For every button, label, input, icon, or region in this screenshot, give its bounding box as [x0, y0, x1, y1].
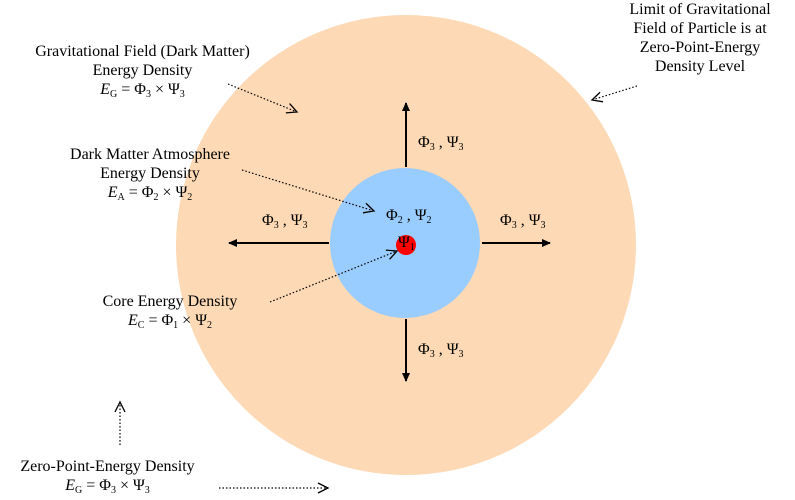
limit-line-4: Density Level [654, 58, 746, 75]
atmosphere-line-1: Dark Matter Atmosphere [70, 146, 230, 163]
limit-line-2: Field of Particle is at [633, 20, 767, 37]
atmosphere-line-2: Energy Density [100, 165, 200, 182]
zpe-equation: EG = Φ3 × Ψ3 [65, 477, 150, 496]
grav-field-line-1: Gravitational Field (Dark Matter) [35, 43, 250, 60]
grav-field-equation: EG = Φ3 × Ψ3 [100, 81, 185, 100]
grav-field-line-2: Energy Density [92, 62, 193, 79]
field-symbol-right: Φ3 , Ψ3 [500, 212, 546, 231]
zpe-line-1: Zero-Point-Energy Density [20, 458, 195, 475]
field-symbol-core: Ψ1 [398, 234, 415, 253]
pointer-limit [590, 85, 638, 103]
core-equation: EC = Φ1 × Ψ2 [128, 312, 212, 331]
core-label: Core Energy Density EC = Φ1 × Ψ2 [70, 292, 270, 335]
limit-line-3: Zero-Point-Energy [639, 39, 761, 56]
limit-line-1: Limit of Gravitational [629, 1, 771, 18]
core-circle [396, 235, 416, 255]
field-symbol-inner: Φ2 , Ψ2 [386, 207, 432, 226]
core-line-1: Core Energy Density [102, 293, 238, 310]
field-symbol-top: Φ3 , Ψ3 [418, 134, 464, 153]
atmosphere-label: Dark Matter Atmosphere Energy Density EA… [40, 145, 260, 207]
limit-label: Limit of Gravitational Field of Particle… [605, 0, 795, 76]
atmosphere-equation: EA = Φ2 × Ψ2 [107, 184, 193, 203]
zpe-label: Zero-Point-Energy Density EG = Φ3 × Ψ3 [0, 457, 215, 500]
field-symbol-bottom: Φ3 , Ψ3 [418, 341, 464, 360]
grav-field-label: Gravitational Field (Dark Matter) Energy… [0, 42, 285, 104]
field-symbol-left: Φ3 , Ψ3 [262, 212, 308, 231]
